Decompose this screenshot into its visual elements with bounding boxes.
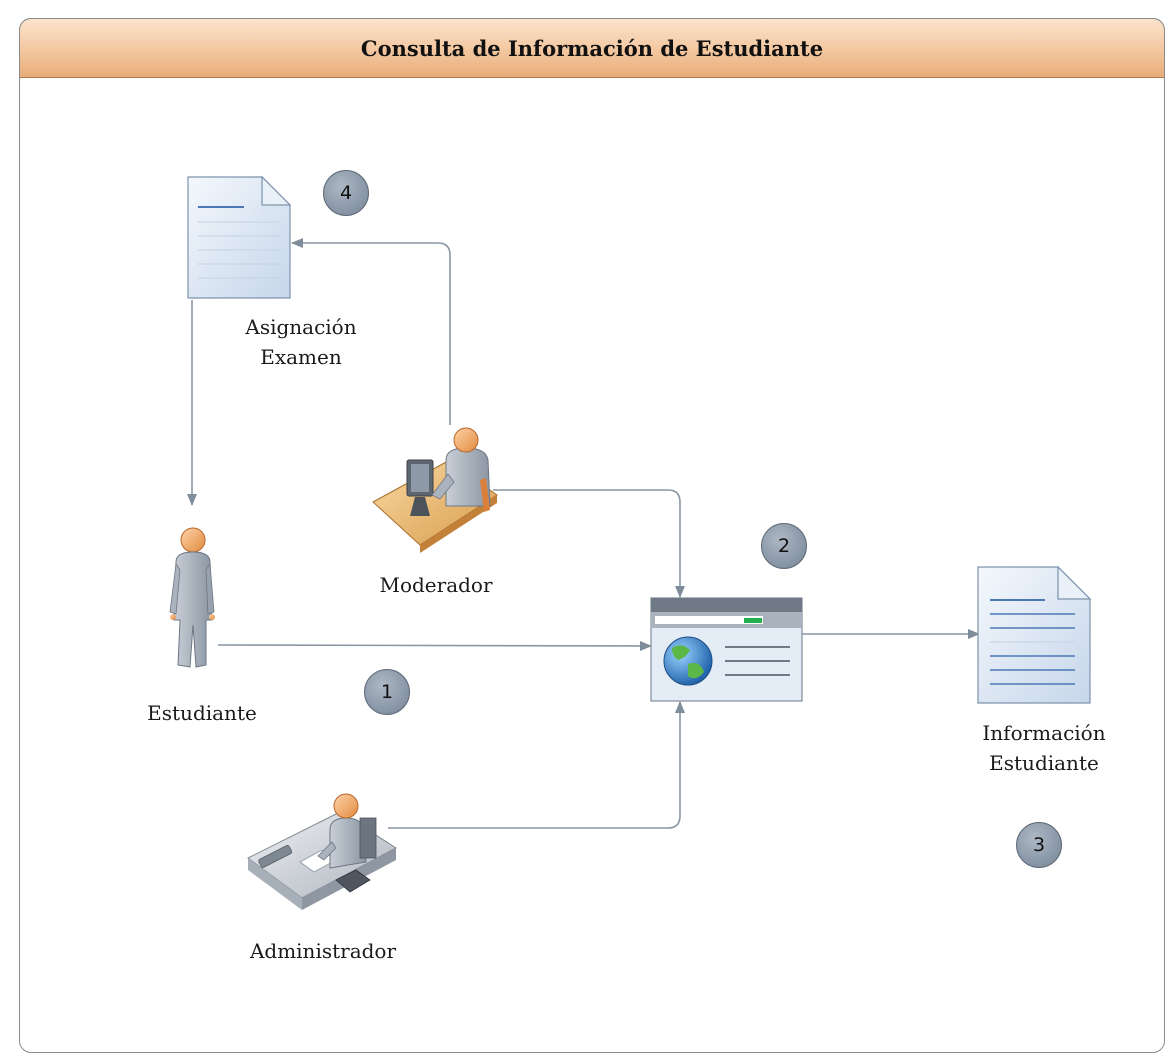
- connector-estudiante-to-web: [217, 640, 652, 651]
- administrador-icon: [247, 793, 397, 910]
- asignacion-document-icon: [187, 175, 292, 299]
- moderador-icon: [372, 427, 498, 553]
- informacion-estudiante-label: Información Estudiante: [958, 718, 1130, 778]
- connector-moderador-to-asignacion: [291, 238, 451, 425]
- step-badge-4: 4: [323, 170, 369, 216]
- estudiante-icon: [169, 527, 215, 668]
- administrador-label: Administrador: [249, 939, 397, 963]
- step-badge-2: 2: [761, 523, 807, 569]
- informacion-document-icon: [977, 565, 1092, 704]
- connectors: [187, 238, 980, 829]
- web-system-icon: [650, 597, 803, 702]
- asignacion-label-line1: Asignación: [245, 315, 357, 339]
- asignacion-examen-label: Asignación Examen: [216, 312, 386, 372]
- step-badge-3: 3: [1016, 822, 1062, 868]
- asignacion-label-line2: Examen: [260, 345, 342, 369]
- diagram-header: Consulta de Información de Estudiante: [19, 18, 1165, 78]
- informacion-label-line2: Estudiante: [989, 751, 1099, 775]
- moderador-label: Moderador: [379, 573, 493, 597]
- connector-administrador-to-web: [388, 701, 685, 829]
- estudiante-label: Estudiante: [147, 701, 257, 725]
- informacion-label-line1: Información: [982, 721, 1106, 745]
- diagram-title: Consulta de Información de Estudiante: [360, 35, 824, 61]
- step-badge-1: 1: [364, 669, 410, 715]
- globe-icon: [663, 636, 713, 686]
- connector-moderador-to-web: [493, 489, 685, 598]
